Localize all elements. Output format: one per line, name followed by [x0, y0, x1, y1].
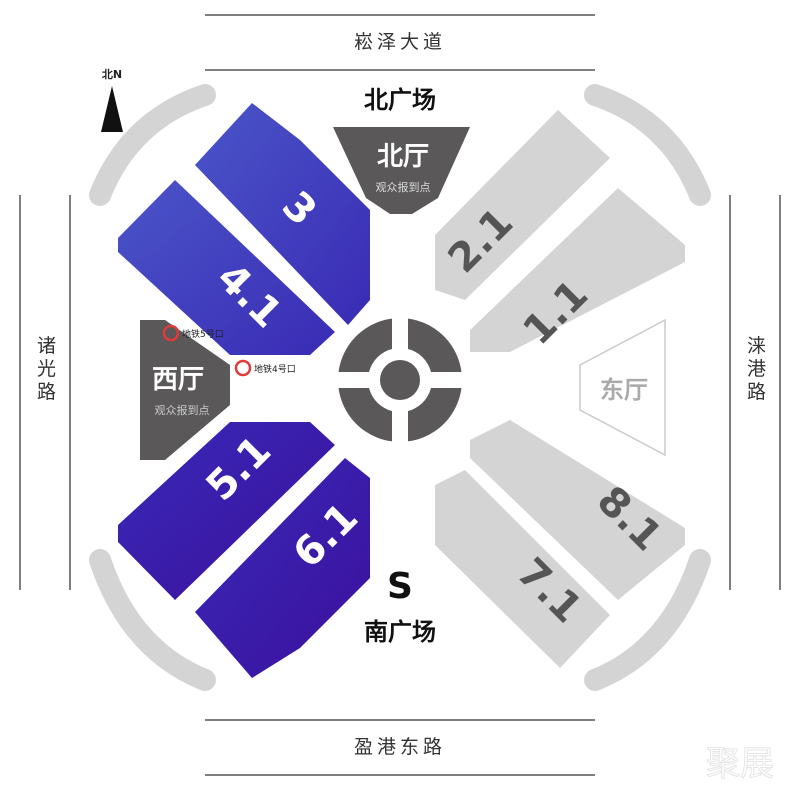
metro-4-label: 地铁4号口	[254, 363, 296, 375]
hall-3[interactable]: 3	[195, 103, 370, 325]
metro-exit-5[interactable]: 地铁5号口	[162, 324, 224, 342]
north-arrow-icon	[101, 86, 123, 132]
south-plaza-letter: S	[387, 566, 413, 607]
compass-label: 北N	[102, 67, 122, 81]
road-west-label: 诸光路	[34, 335, 56, 404]
metro-icon	[234, 359, 252, 377]
north-lobby-sub: 观众报到点	[376, 180, 431, 194]
hall-4-1[interactable]: 4.1	[118, 180, 335, 355]
road-north-label: 崧泽大道	[354, 31, 446, 53]
west-lobby-name: 西厅	[152, 365, 204, 395]
north-compass: 北N	[101, 67, 123, 132]
metro-5-label: 地铁5号口	[182, 328, 224, 340]
east-lobby-name: 东厅	[600, 376, 648, 404]
north-lobby-name: 北厅	[377, 142, 429, 172]
road-south-label: 盈港东路	[354, 736, 446, 758]
north-plaza-label: 北广场	[364, 86, 436, 114]
hall-5-1[interactable]: 5.1	[118, 422, 335, 600]
corner-walkways	[89, 84, 711, 691]
watermark: 聚展	[706, 744, 774, 784]
metro-exit-4[interactable]: 地铁4号口	[234, 359, 296, 377]
north-lobby[interactable]: 北厅 观众报到点	[333, 127, 470, 214]
west-lobby[interactable]: 西厅 观众报到点	[140, 320, 230, 460]
road-south: 盈港东路	[205, 719, 595, 776]
road-east: 涞港路	[729, 195, 781, 590]
hall-1-1[interactable]: 1.1	[470, 188, 685, 354]
metro-icon	[162, 324, 180, 342]
road-north: 崧泽大道	[205, 14, 595, 71]
west-lobby-sub: 观众报到点	[155, 403, 210, 417]
hall-6-1[interactable]: 6.1	[195, 458, 370, 678]
road-west: 诸光路	[19, 195, 71, 590]
south-plaza-label: 南广场	[364, 618, 436, 646]
road-east-label: 涞港路	[744, 335, 766, 404]
central-roundabout	[332, 312, 468, 448]
east-lobby[interactable]: 东厅	[579, 318, 666, 457]
hall-2-1[interactable]: 2.1	[435, 110, 610, 300]
